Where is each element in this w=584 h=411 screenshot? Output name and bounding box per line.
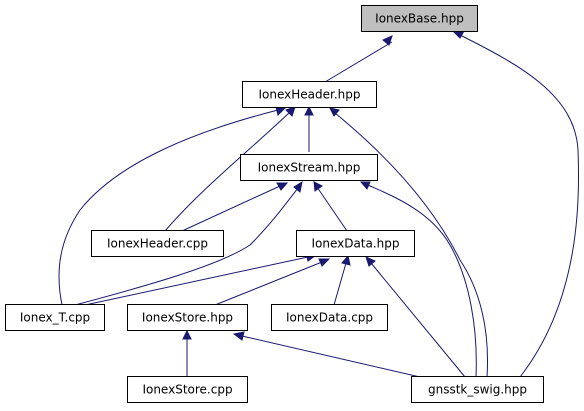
node-ionexstream-hpp[interactable]: IonexStream.hpp	[240, 154, 378, 181]
nodes: IonexBase.hpp IonexHeader.hpp IonexStrea…	[5, 5, 544, 403]
edge-gnsstk-swig-to-ionexstream-hpp	[359, 181, 477, 378]
edge-ionexheader-cpp-to-ionexheader-hpp	[164, 106, 296, 232]
edge-gnsstk-swig-to-ionexbase-hpp	[451, 30, 580, 378]
edge-ionexstore-hpp-to-ionexdata-hpp	[214, 258, 331, 306]
edge-ionexdata-hpp-to-ionexstream-hpp	[313, 181, 348, 232]
node-ionexdata-cpp[interactable]: IonexData.cpp	[271, 304, 388, 331]
edge-ionex-t-cpp-to-ionexdata-hpp	[84, 252, 318, 306]
node-label: IonexBase.hpp	[375, 12, 464, 26]
edge-ionexstream-hpp-to-ionexheader-hpp	[304, 105, 314, 152]
edge-ionexdata-cpp-to-ionexdata-hpp	[333, 254, 351, 306]
node-label: IonexHeader.hpp	[258, 88, 360, 102]
edge-ionexheader-cpp-to-ionexstream-hpp	[181, 182, 289, 232]
node-ionexheader-cpp[interactable]: IonexHeader.cpp	[91, 230, 224, 257]
edge-ionex-t-cpp-to-ionexheader-hpp	[58, 106, 287, 306]
node-label: IonexData.cpp	[286, 311, 373, 325]
edge-gnsstk-swig-to-ionexstore-hpp	[232, 331, 421, 378]
node-ionex-t-cpp[interactable]: Ionex_T.cpp	[5, 304, 105, 331]
node-gnsstk-swig-hpp[interactable]: gnsstk_swig.hpp	[411, 376, 544, 403]
edge-ionexstore-cpp-to-ionexstore-hpp	[182, 329, 192, 377]
edge-gnsstk-swig-to-ionexdata-hpp	[365, 256, 466, 378]
node-ionexheader-hpp[interactable]: IonexHeader.hpp	[242, 81, 377, 108]
node-label: Ionex_T.cpp	[20, 311, 90, 325]
node-label: IonexData.hpp	[311, 237, 399, 251]
edges	[58, 30, 580, 378]
node-ionexdata-hpp[interactable]: IonexData.hpp	[296, 230, 415, 257]
node-label: IonexHeader.cpp	[107, 237, 208, 251]
edge-ionex-t-cpp-to-ionexstream-hpp	[74, 180, 303, 306]
node-label: IonexStore.cpp	[142, 383, 232, 397]
node-ionexstore-cpp[interactable]: IonexStore.cpp	[127, 376, 248, 403]
node-label: IonexStore.hpp	[142, 311, 233, 325]
node-label: gnsstk_swig.hpp	[428, 383, 527, 397]
node-label: IonexStream.hpp	[258, 161, 361, 175]
edge-ionexheader-hpp-to-ionexbase-hpp	[324, 35, 393, 83]
node-ionexbase-hpp[interactable]: IonexBase.hpp	[361, 5, 478, 32]
node-ionexstore-hpp[interactable]: IonexStore.hpp	[127, 304, 248, 331]
edge-gnsstk-swig-to-ionexheader-hpp	[329, 107, 488, 378]
